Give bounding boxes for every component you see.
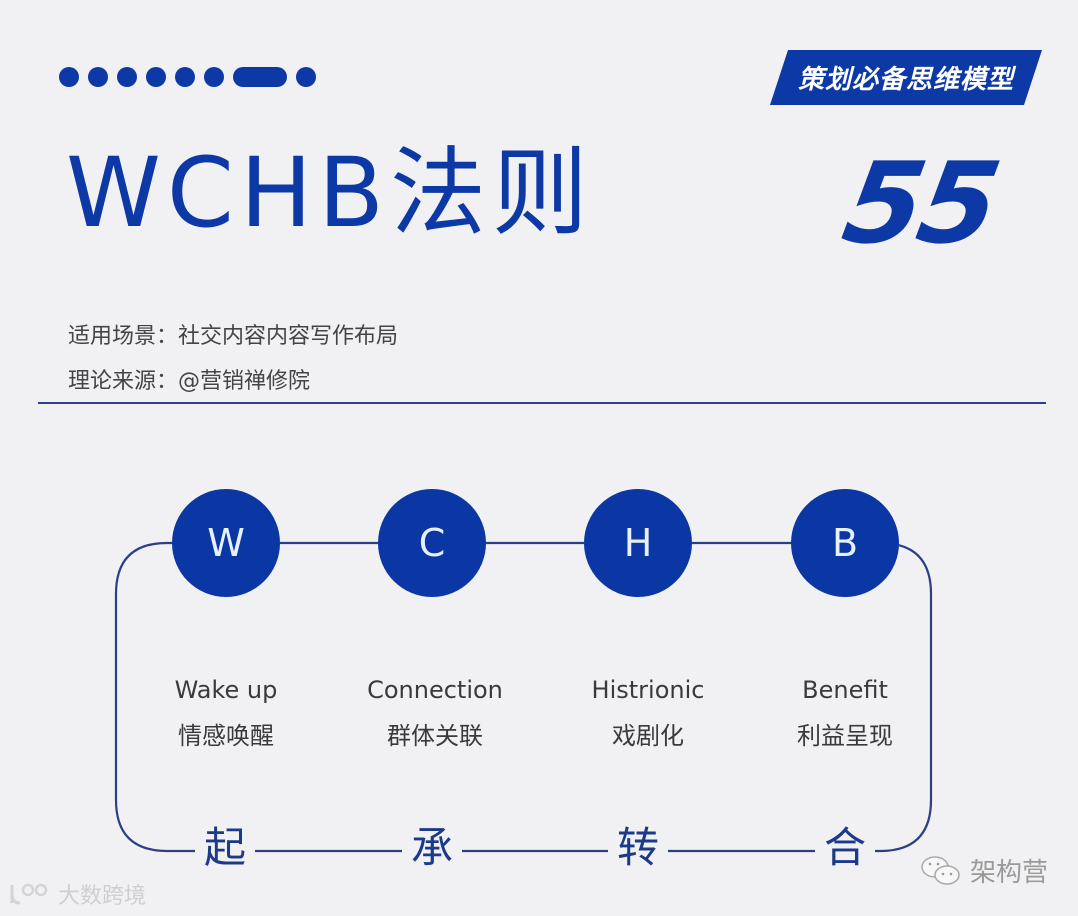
step-zh: 利益呈现 (797, 722, 893, 750)
progress-dot (88, 67, 108, 87)
step-circle-w: W (172, 489, 280, 597)
progress-dot (175, 67, 195, 87)
progress-dot-active (233, 67, 287, 87)
step-circle-c: C (378, 489, 486, 597)
scene-value: 社交内容内容写作布局 (178, 324, 399, 349)
progress-dot (59, 67, 79, 87)
progress-dots (59, 66, 316, 88)
step-zh: 群体关联 (387, 722, 483, 750)
100-logo-icon (10, 883, 48, 905)
stage-he: 合 (815, 818, 875, 878)
watermark-left-text: 大数跨境 (58, 884, 147, 909)
step-label-c: Connection 群体关联 (335, 674, 535, 752)
source-value: @营销禅修院 (178, 369, 311, 394)
scene-label: 适用场景： (68, 324, 179, 349)
progress-dot (296, 67, 316, 87)
scene-line: 适用场景：社交内容内容写作布局 (68, 322, 398, 352)
step-en: Wake up (174, 676, 278, 704)
progress-dot (204, 67, 224, 87)
page-title: WCHB法则 (66, 137, 594, 249)
step-en: Connection (367, 676, 503, 704)
progress-dot (146, 67, 166, 87)
stage-qi: 起 (195, 818, 255, 878)
step-circle-h: H (584, 489, 692, 597)
step-label-h: Histrionic 戏剧化 (548, 674, 748, 752)
stage-cheng: 承 (402, 818, 462, 878)
banner-label: 策划必备思维模型 (797, 65, 1014, 95)
watermark-left: 大数跨境 (8, 878, 146, 910)
step-zh: 情感唤醒 (178, 722, 274, 750)
step-en: Histrionic (591, 676, 705, 704)
step-label-w: Wake up 情感唤醒 (126, 674, 326, 752)
progress-dot (117, 67, 137, 87)
source-label: 理论来源： (68, 369, 179, 394)
stage-zhuan: 转 (608, 818, 668, 878)
watermark-right-text: 架构营 (970, 858, 1049, 888)
step-en: Benefit (802, 676, 888, 704)
divider (38, 402, 1046, 404)
step-label-b: Benefit 利益呈现 (745, 674, 945, 752)
wechat-icon (921, 855, 960, 885)
watermark-right: 架构营 (920, 852, 1048, 889)
category-banner: 策划必备思维模型 (770, 50, 1042, 105)
step-circle-b: B (791, 489, 899, 597)
source-line: 理论来源：@营销禅修院 (68, 367, 310, 397)
step-zh: 戏剧化 (612, 722, 684, 750)
